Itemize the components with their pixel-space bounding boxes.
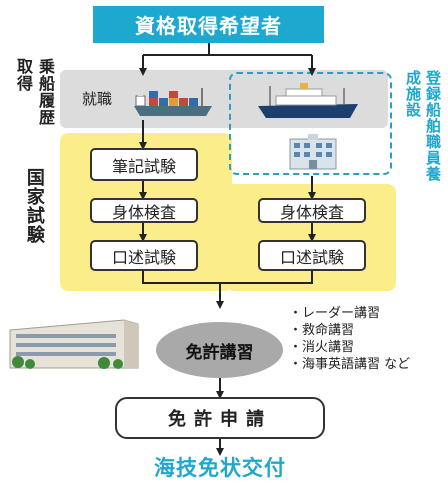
certificate-issuance-label: 海技免状交付	[154, 456, 286, 480]
training-ship-icon	[258, 83, 358, 118]
lecture-item: レーダー講習	[289, 305, 410, 322]
career-label: 乗船履歴取得	[14, 58, 55, 126]
lecture-item: 消火講習	[289, 339, 410, 356]
physical-exam-box-left: 身体検査	[90, 198, 198, 223]
oral-exam-box-right: 口述試験	[258, 240, 366, 271]
lecture-item: 海事英語講習 など	[289, 356, 410, 373]
license-training-ellipse: 免許講習	[156, 322, 283, 378]
license-application-box: 免許申請	[115, 397, 325, 439]
oral-exam-box-left: 口述試験	[90, 240, 198, 271]
applicant-box: 資格取得希望者	[93, 6, 324, 43]
training-center-building-icon	[9, 319, 139, 369]
employment-label: 就職	[82, 90, 113, 108]
cargo-ship-icon	[134, 88, 212, 116]
training-facility-label: 登録船舶職員養成施設	[404, 70, 442, 182]
written-exam-box: 筆記試験	[90, 148, 198, 181]
training-school-icon	[289, 134, 337, 170]
physical-exam-box-right: 身体検査	[258, 198, 366, 223]
exam-label: 国家試験	[23, 168, 45, 244]
lecture-list: レーダー講習 救命講習 消火講習 海事英語講習 など	[289, 305, 410, 373]
lecture-item: 救命講習	[289, 322, 410, 339]
